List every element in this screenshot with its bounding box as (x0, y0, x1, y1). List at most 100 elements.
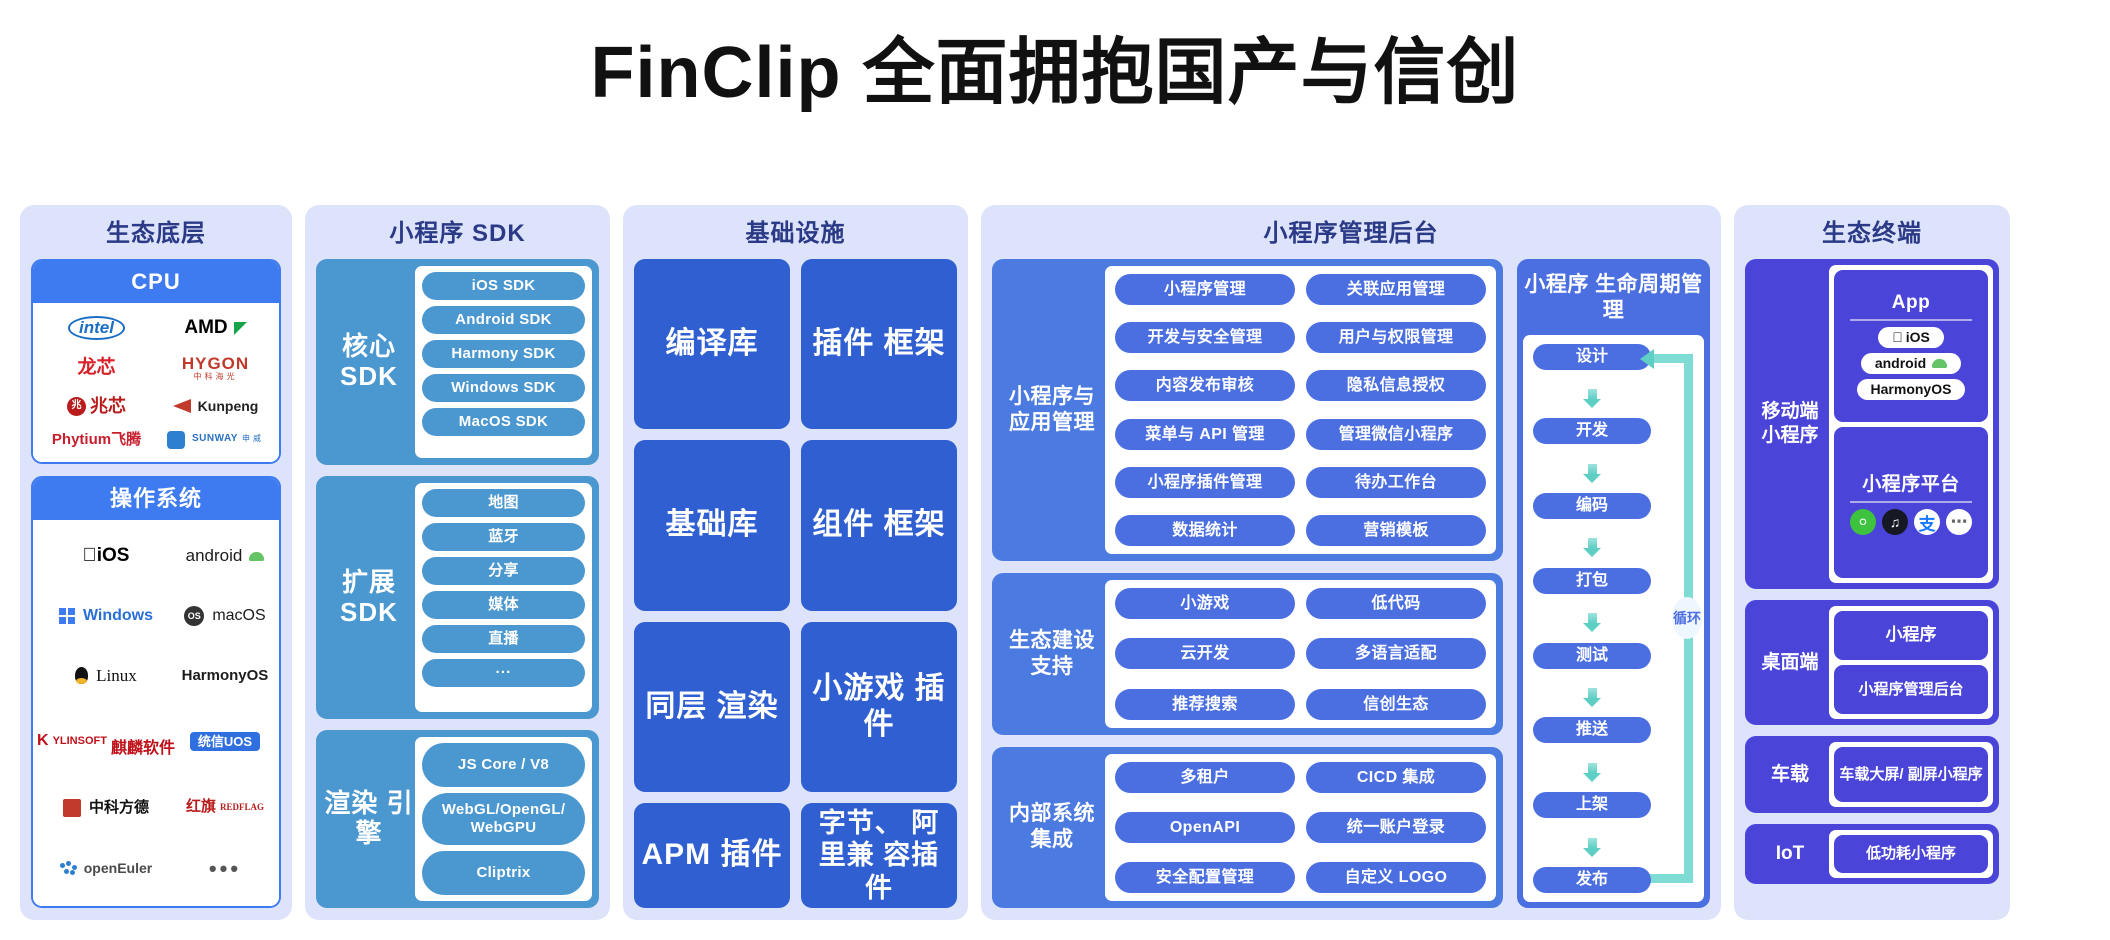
lifecycle-stage-push[interactable]: 推送 (1533, 717, 1651, 744)
admin-item-menu-api[interactable]: 菜单与 API 管理 (1115, 418, 1295, 450)
admin-item-multilanguage[interactable]: 多语言适配 (1306, 638, 1486, 670)
logo-harmonyos: HarmonyOS (181, 666, 269, 684)
wechat-icon[interactable]: ⚪ (1850, 509, 1876, 536)
infra-cell-same-layer-render[interactable]: 同层 渲染 (634, 621, 790, 792)
lifecycle-arrow-down-icon (1533, 758, 1651, 778)
terminal-item-iot-lowpower-miniapp[interactable]: 低功耗小程序 (1834, 835, 1988, 873)
panel-title-eco-base: 生态底层 (106, 220, 206, 247)
admin-item-unified-login[interactable]: 统一账户登录 (1306, 811, 1486, 843)
terminal-chip-harmonyos[interactable]: HarmonyOS (1856, 378, 1966, 400)
panel-admin-console: 小程序管理后台 小程序与 应用管理 小程序管理 关联应用管理 开发与安全管理 用… (981, 205, 1721, 920)
lifecycle-stage-develop[interactable]: 开发 (1533, 418, 1651, 445)
infra-cell-apm-plugin[interactable]: APM 插件 (634, 802, 790, 908)
admin-item-recommend-search[interactable]: 推荐搜索 (1115, 688, 1295, 720)
card-os-header: 操作系统 (33, 478, 279, 520)
infra-cell-minigame-plugin[interactable]: 小游戏 插件 (801, 621, 957, 792)
admin-item-plugin-management[interactable]: 小程序插件管理 (1115, 466, 1295, 498)
admin-item-privacy-authorization[interactable]: 隐私信息授权 (1306, 370, 1486, 402)
infra-cell-component-framework[interactable]: 组件 框架 (801, 440, 957, 611)
sdk-item-ios[interactable]: iOS SDK (422, 272, 585, 300)
lifecycle-panel: 小程序 生命周期管理 循环 设计 开发 编码 打包 (1517, 259, 1710, 908)
admin-block-internal-integration-label: 内部系统 集成 (1009, 802, 1095, 852)
lifecycle-stage-package[interactable]: 打包 (1533, 567, 1651, 594)
douyin-icon[interactable]: ♫ (1882, 509, 1908, 536)
admin-item-lowcode[interactable]: 低代码 (1306, 588, 1486, 619)
terminal-item-desktop-admin[interactable]: 小程序管理后台 (1834, 665, 1988, 714)
sdk-item-cliptrix[interactable]: Cliptrix (422, 851, 585, 895)
admin-item-multi-tenant[interactable]: 多租户 (1115, 761, 1295, 793)
sdk-item-android[interactable]: Android SDK (422, 306, 585, 334)
lifecycle-arrow-down-icon (1533, 608, 1651, 628)
lifecycle-arrow-down-icon (1533, 459, 1651, 479)
lifecycle-stage-code[interactable]: 编码 (1533, 493, 1651, 520)
lifecycle-loop-label: 循环 (1672, 597, 1702, 640)
admin-item-minigame[interactable]: 小游戏 (1115, 588, 1295, 619)
lifecycle-stage-design[interactable]: 设计 (1533, 343, 1651, 370)
sdk-item-map[interactable]: 地图 (422, 489, 585, 517)
admin-item-custom-logo[interactable]: 自定义 LOGO (1306, 862, 1486, 893)
panel-terminal: 生态终端 移动端 小程序 App iOS android HarmonyOS (1734, 205, 2010, 920)
admin-block-app-management: 小程序与 应用管理 小程序管理 关联应用管理 开发与安全管理 用户与权限管理 内… (992, 259, 1503, 561)
divider (1849, 318, 1973, 321)
terminal-block-mobile: 移动端 小程序 App iOS android HarmonyOS 小程序平台 (1745, 259, 1999, 589)
admin-item-cloud-dev[interactable]: 云开发 (1115, 638, 1295, 670)
sdk-item-jscore[interactable]: JS Core / V8 (422, 743, 585, 787)
terminal-card-miniapp-platform-title: 小程序平台 (1862, 474, 1960, 496)
terminal-block-car-items: 车载大屏/ 副屏小程序 (1829, 742, 1993, 807)
logo-kunpeng: Kunpeng (172, 398, 258, 414)
terminal-item-car-screen-miniapp[interactable]: 车载大屏/ 副屏小程序 (1834, 747, 1988, 802)
sdk-item-live[interactable]: 直播 (422, 625, 585, 653)
sdk-item-webgl[interactable]: WebGL/OpenGL/ WebGPU (422, 793, 585, 845)
sdk-item-media[interactable]: 媒体 (422, 591, 585, 619)
infra-cell-plugin-framework[interactable]: 插件 框架 (801, 259, 957, 430)
terminal-platform-icons: ⚪ ♫ 支 ⋯ (1850, 509, 1972, 536)
admin-item-linked-app-management[interactable]: 关联应用管理 (1306, 274, 1486, 305)
lifecycle-stage-release[interactable]: 发布 (1533, 866, 1651, 893)
admin-item-xinchuang-ecosystem[interactable]: 信创生态 (1306, 688, 1486, 720)
lifecycle-loop-bottom (1647, 874, 1693, 883)
logo-android: android (186, 547, 265, 565)
terminal-block-car: 车载 车载大屏/ 副屏小程序 (1745, 736, 1999, 813)
lifecycle-loop-top (1647, 353, 1693, 363)
admin-item-security-config[interactable]: 安全配置管理 (1115, 862, 1295, 893)
more-icon[interactable]: ⋯ (1946, 509, 1972, 536)
admin-block-app-management-label: 小程序与 应用管理 (1009, 384, 1095, 434)
admin-item-marketing-template[interactable]: 营销模板 (1306, 514, 1486, 546)
admin-item-data-statistics[interactable]: 数据统计 (1115, 514, 1295, 546)
terminal-chip-ios[interactable]: iOS (1878, 326, 1944, 348)
infra-cell-base-lib[interactable]: 基础库 (634, 440, 790, 611)
terminal-item-desktop-miniapp[interactable]: 小程序 (1834, 611, 1988, 660)
sdk-item-more[interactable]: ··· (422, 659, 585, 687)
lifecycle-arrow-down-icon (1533, 683, 1651, 703)
infra-cell-compiler-lib[interactable]: 编译库 (634, 259, 790, 430)
sdk-item-macos[interactable]: MacOS SDK (422, 408, 585, 436)
admin-item-cicd[interactable]: CICD 集成 (1306, 761, 1486, 793)
lifecycle-arrow-down-icon (1533, 384, 1651, 404)
sdk-item-windows[interactable]: Windows SDK (422, 374, 585, 402)
admin-item-openapi[interactable]: OpenAPI (1115, 811, 1295, 843)
sdk-item-bluetooth[interactable]: 蓝牙 (422, 523, 585, 551)
terminal-chip-android[interactable]: android (1860, 352, 1962, 374)
lifecycle-arrow-down-icon (1533, 533, 1651, 553)
alipay-icon[interactable]: 支 (1914, 509, 1940, 536)
lifecycle-stage-test[interactable]: 测试 (1533, 642, 1651, 669)
sdk-item-harmony[interactable]: Harmony SDK (422, 340, 585, 368)
admin-item-miniapp-management[interactable]: 小程序管理 (1115, 274, 1295, 305)
admin-item-dev-security[interactable]: 开发与安全管理 (1115, 322, 1295, 354)
admin-item-wechat-miniapp[interactable]: 管理微信小程序 (1306, 418, 1486, 450)
lifecycle-stage-publish-store[interactable]: 上架 (1533, 792, 1651, 819)
infra-cell-bytedance-alibaba-plugin[interactable]: 字节、 阿里兼 容插件 (801, 802, 957, 908)
terminal-block-iot: IoT 低功耗小程序 (1745, 824, 1999, 884)
sdk-item-share[interactable]: 分享 (422, 557, 585, 585)
panel-title-terminal: 生态终端 (1822, 220, 1922, 247)
terminal-chip-android-label: android (1874, 354, 1927, 371)
android-robot-icon (1932, 358, 1948, 368)
admin-item-user-permission[interactable]: 用户与权限管理 (1306, 322, 1486, 354)
admin-item-content-review[interactable]: 内容发布审核 (1115, 370, 1295, 402)
admin-item-todo-workbench[interactable]: 待办工作台 (1306, 466, 1486, 498)
page-title: FinClip 全面拥抱国产与信创 (590, 33, 1520, 113)
terminal-card-app-title: App (1891, 291, 1931, 313)
terminal-blocks: 移动端 小程序 App iOS android HarmonyOS 小程序平台 (1745, 259, 1999, 908)
